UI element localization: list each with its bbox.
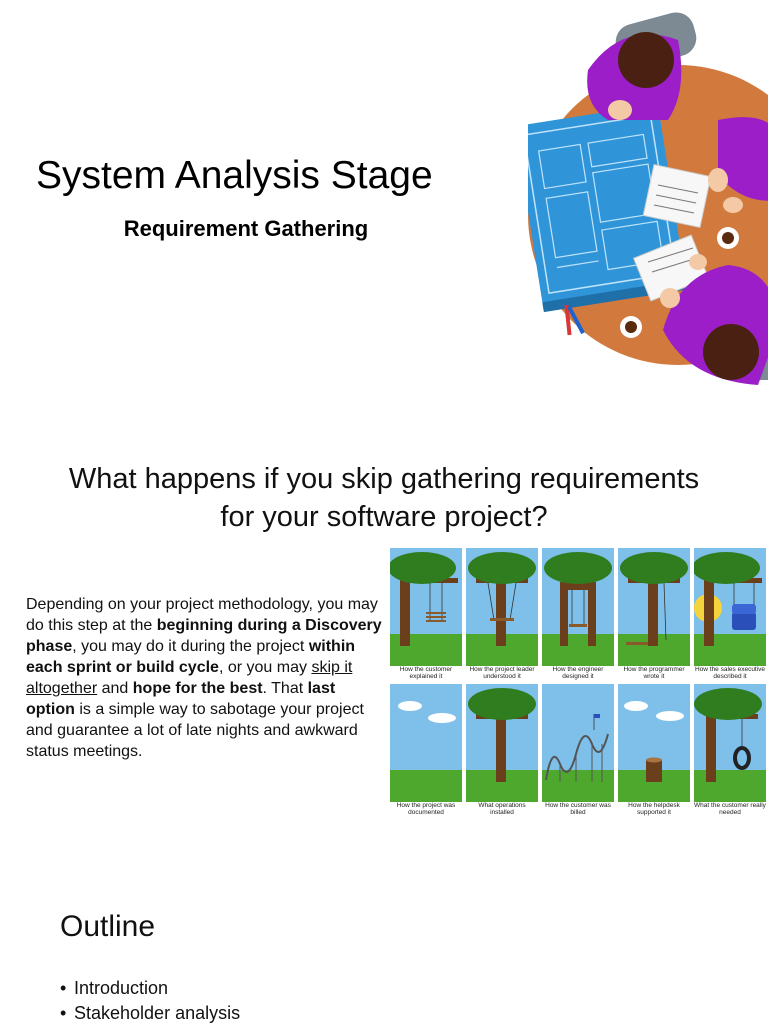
swing-scene-image <box>542 548 614 666</box>
panel-caption: How the engineer designed it <box>552 666 604 680</box>
text-run: and <box>97 680 133 697</box>
swing-scene-image <box>466 684 538 802</box>
cartoon-panel: How the engineer designed it <box>542 548 614 682</box>
cartoon-panel: How the project was documented <box>390 684 462 818</box>
cartoon-panel: How the project leader understood it <box>466 548 538 682</box>
bold-run: hope for the best <box>132 680 263 697</box>
text-run: , you may do it during the project <box>72 638 309 655</box>
swing-scene-image <box>542 684 614 802</box>
list-item-label: Introduction <box>74 978 169 998</box>
panel-caption: How the customer explained it <box>399 666 453 680</box>
cartoon-panel: How the programmer wrote it <box>618 548 690 682</box>
list-item: •Introduction <box>60 978 169 998</box>
text-run: . That <box>262 680 308 697</box>
text-run: Depending on your project methodology, y… <box>26 596 378 634</box>
title-line-2: for your software project? <box>220 501 548 533</box>
cartoon-panel: How the customer explained it <box>390 548 462 682</box>
panel-caption: How the project was documented <box>396 802 456 816</box>
slide-subtitle: Requirement Gathering <box>123 216 369 241</box>
swing-scene-image <box>694 548 766 666</box>
cartoon-panel: How the helpdesk supported it <box>618 684 690 818</box>
outline-list: •Introduction •Stakeholder analysis <box>60 976 240 1024</box>
swing-scene-image <box>466 548 538 666</box>
panel-caption: How the customer was billed <box>545 802 611 816</box>
slide-question-title: What happens if you skip gathering requi… <box>20 460 748 536</box>
panel-caption: How the sales executive described it <box>694 666 766 680</box>
cartoon-panel: What the customer really needed <box>694 684 766 818</box>
cartoon-panel: What operations installed <box>466 684 538 818</box>
outline-title: Outline <box>60 910 156 943</box>
slide-title: System Analysis Stage Requirement Gather… <box>0 0 768 420</box>
cartoon-panel: How the sales executive described it <box>694 548 766 682</box>
list-item-label: Stakeholder analysis <box>74 1003 241 1023</box>
panel-caption: What the customer really needed <box>694 802 766 816</box>
cartoon-panel: How the customer was billed <box>542 684 614 818</box>
slide-outline: Outline •Introduction •Stakeholder analy… <box>0 882 768 1024</box>
bold-run: last option <box>26 680 336 718</box>
title-line-1: What happens if you skip gathering requi… <box>68 463 700 495</box>
underlined-run: skip it altogether <box>26 659 353 697</box>
slide-title-heading: System Analysis Stage <box>36 154 433 197</box>
swing-scene-image <box>390 548 462 666</box>
swing-scene-image <box>390 684 462 802</box>
bold-run: within each sprint or build cycle <box>26 638 356 676</box>
text-run: , or you may <box>218 659 312 676</box>
panel-caption: How the helpdesk supported it <box>628 802 680 816</box>
panel-caption: How the project leader understood it <box>469 666 535 680</box>
meeting-table-illustration <box>528 12 768 385</box>
text-run: is a simple way to sabotage your project… <box>26 701 364 760</box>
swing-scene-image <box>618 548 690 666</box>
methodology-paragraph: Depending on your project methodology, y… <box>26 594 382 762</box>
bold-run: beginning during a Discovery phase <box>26 617 382 655</box>
panel-caption: How the programmer wrote it <box>623 666 685 680</box>
panel-caption: What operations installed <box>478 802 526 816</box>
swing-scene-image <box>618 684 690 802</box>
slide-skip-requirements: What happens if you skip gathering requi… <box>0 432 768 872</box>
tree-swing-cartoon: How the customer explained it How the pr… <box>390 548 768 822</box>
swing-scene-image <box>694 684 766 802</box>
list-item: •Stakeholder analysis <box>60 1003 241 1023</box>
